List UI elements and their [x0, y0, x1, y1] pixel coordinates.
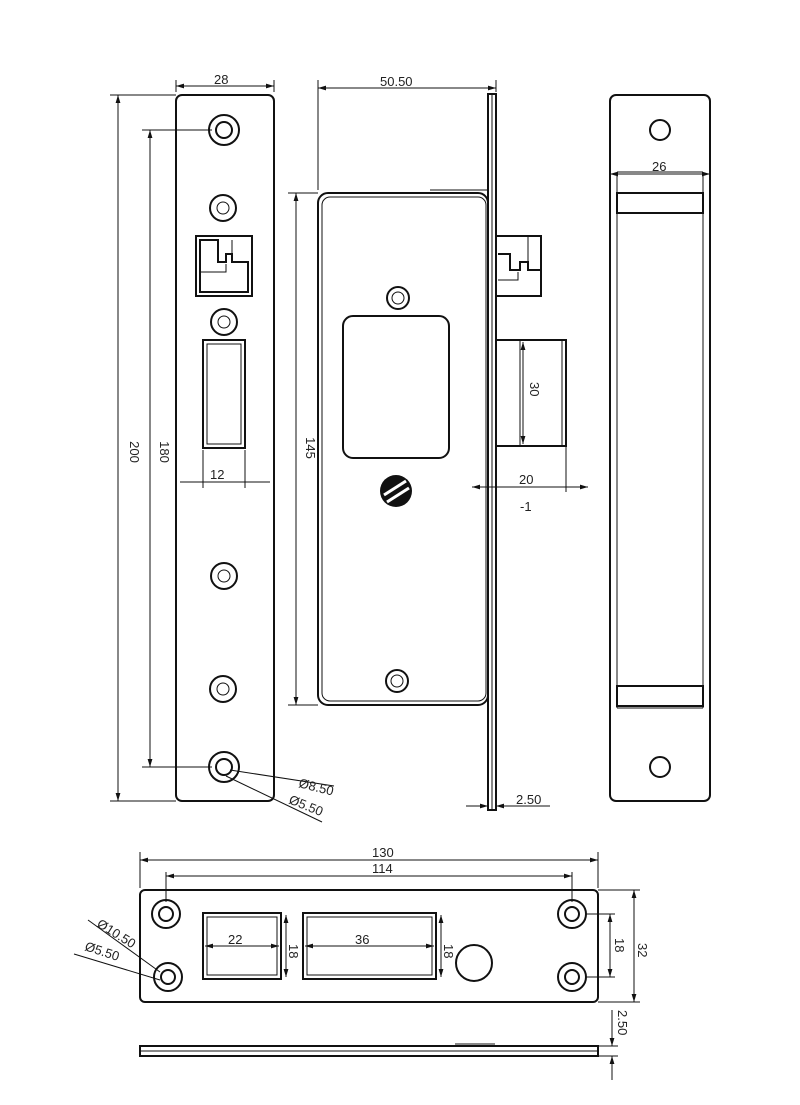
- dim-slot1-width: 22: [228, 932, 242, 947]
- dim-strike-hole-vspacing: 18: [612, 938, 627, 952]
- case-bottom-hole: [385, 669, 409, 693]
- dead-bolt: [495, 339, 567, 447]
- case-top-hole: [386, 286, 410, 310]
- strike-round-hole: [455, 944, 493, 982]
- faceplate-bottom-hole: [208, 751, 240, 783]
- dim-bolt-tolerance: -1: [520, 499, 532, 514]
- dim-case-depth: 50.50: [380, 74, 413, 89]
- faceplate-latch-window: [195, 235, 253, 297]
- strike-hole-top-right: [557, 899, 587, 929]
- case-cylinder-window: [342, 315, 450, 459]
- strike-hole-top-left: [151, 899, 181, 929]
- faceplate-front-view: 28 200 180 12 Ø8.50 Ø5.50: [110, 72, 335, 823]
- strike-hole-bottom-right: [557, 962, 587, 992]
- dim-hole-dia-outer: Ø8.50: [297, 775, 335, 798]
- dim-latch-width: 12: [210, 467, 224, 482]
- dim-faceplate-length: 200: [127, 441, 142, 463]
- dim-slot2-height: 18: [441, 944, 456, 958]
- lock-body-view: 50.50 145 30 20 -1 2.50: [288, 74, 588, 811]
- faceplate-screw-4: [209, 675, 237, 703]
- faceplate-screw-3: [210, 562, 238, 590]
- dim-faceplate-width: 28: [214, 72, 228, 87]
- dim-strike-length: 130: [372, 845, 394, 860]
- faceplate-back-view: 26: [609, 94, 711, 802]
- dim-side-width: 26: [652, 159, 666, 174]
- dim-bolt-throw: 20: [519, 472, 533, 487]
- dim-strike-hole-spacing: 114: [372, 861, 393, 876]
- back-top-hole: [649, 119, 671, 141]
- faceplate-top-hole: [208, 114, 240, 146]
- dim-hole-dia-inner: Ø5.50: [287, 792, 325, 819]
- dim-bolt-height: 30: [527, 382, 542, 396]
- dim-strike-thickness: 2.50: [615, 1010, 630, 1035]
- faceplate-screw-1: [209, 194, 237, 222]
- dim-case-height: 145: [303, 437, 318, 459]
- latch-bolt: [495, 235, 542, 297]
- dim-slot1-height: 18: [286, 944, 301, 958]
- back-bottom-hole: [649, 756, 671, 778]
- case-spindle: [380, 475, 412, 507]
- dim-screw-spacing: 180: [157, 441, 172, 463]
- dim-strike-width: 32: [635, 943, 650, 957]
- strike-plate-view: 130 114 22 36 18 18 18 32 Ø10.50 Ø5.50: [73, 845, 650, 1003]
- strike-plate-edge-view: 2.50: [139, 1010, 630, 1080]
- faceplate-bolt-slot: [202, 339, 246, 449]
- dim-plate-thickness: 2.50: [516, 792, 541, 807]
- strike-slot-latch: [202, 912, 282, 980]
- strike-hole-bottom-left: [153, 962, 183, 992]
- dim-slot2-width: 36: [355, 932, 369, 947]
- dim-strike-hole-inner: Ø5.50: [83, 939, 121, 964]
- strike-slot-bolt: [302, 912, 437, 980]
- faceplate-screw-2: [210, 308, 238, 336]
